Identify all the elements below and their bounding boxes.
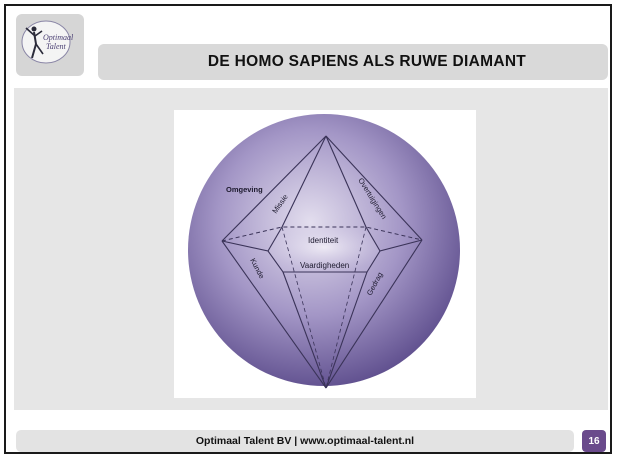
page-number: 16 <box>588 435 600 447</box>
crown-edge-1 <box>221 135 327 242</box>
diamond-diagram: Omgeving Missie Overtuigingen Identiteit… <box>174 110 476 398</box>
label-identiteit: Identiteit <box>308 236 339 245</box>
logo: Optimaal Talent <box>16 14 84 76</box>
slide: Optimaal Talent DE HOMO SAPIENS ALS RUWE… <box>4 4 612 454</box>
label-vaardigheden: Vaardigheden <box>300 261 349 270</box>
slide-title: DE HOMO SAPIENS ALS RUWE DIAMANT <box>207 53 527 70</box>
girdle-back-line <box>221 226 423 242</box>
crown-edge-2 <box>281 135 327 228</box>
footer-text: Optimaal Talent BV | www.optimaal-talent… <box>195 435 415 447</box>
label-omgeving: Omgeving <box>226 185 263 194</box>
pavilion-edge-1 <box>221 240 327 389</box>
logo-line-1: Optimaal <box>43 33 74 42</box>
crown-edge-3 <box>325 135 367 228</box>
girdle-side-left <box>267 226 283 252</box>
logo-line-2: Talent <box>46 42 66 51</box>
central-facet <box>268 227 380 272</box>
page-number-badge: 16 <box>582 430 606 452</box>
title-bar: DE HOMO SAPIENS ALS RUWE DIAMANT <box>98 44 608 80</box>
pavilion-edge-2 <box>282 271 327 389</box>
dancer-logo-icon <box>21 20 71 64</box>
footer-bar: Optimaal Talent BV | www.optimaal-talent… <box>16 430 574 452</box>
pavilion-edge-4 <box>325 239 423 389</box>
girdle-side-right <box>365 226 381 252</box>
pavilion-edge-3 <box>325 271 368 389</box>
diamond-sphere-figure: Omgeving Missie Overtuigingen Identiteit… <box>188 114 460 389</box>
crown-edge-4 <box>325 135 423 241</box>
girdle-front-line <box>221 239 423 273</box>
content-panel: Omgeving Missie Overtuigingen Identiteit… <box>14 88 608 410</box>
